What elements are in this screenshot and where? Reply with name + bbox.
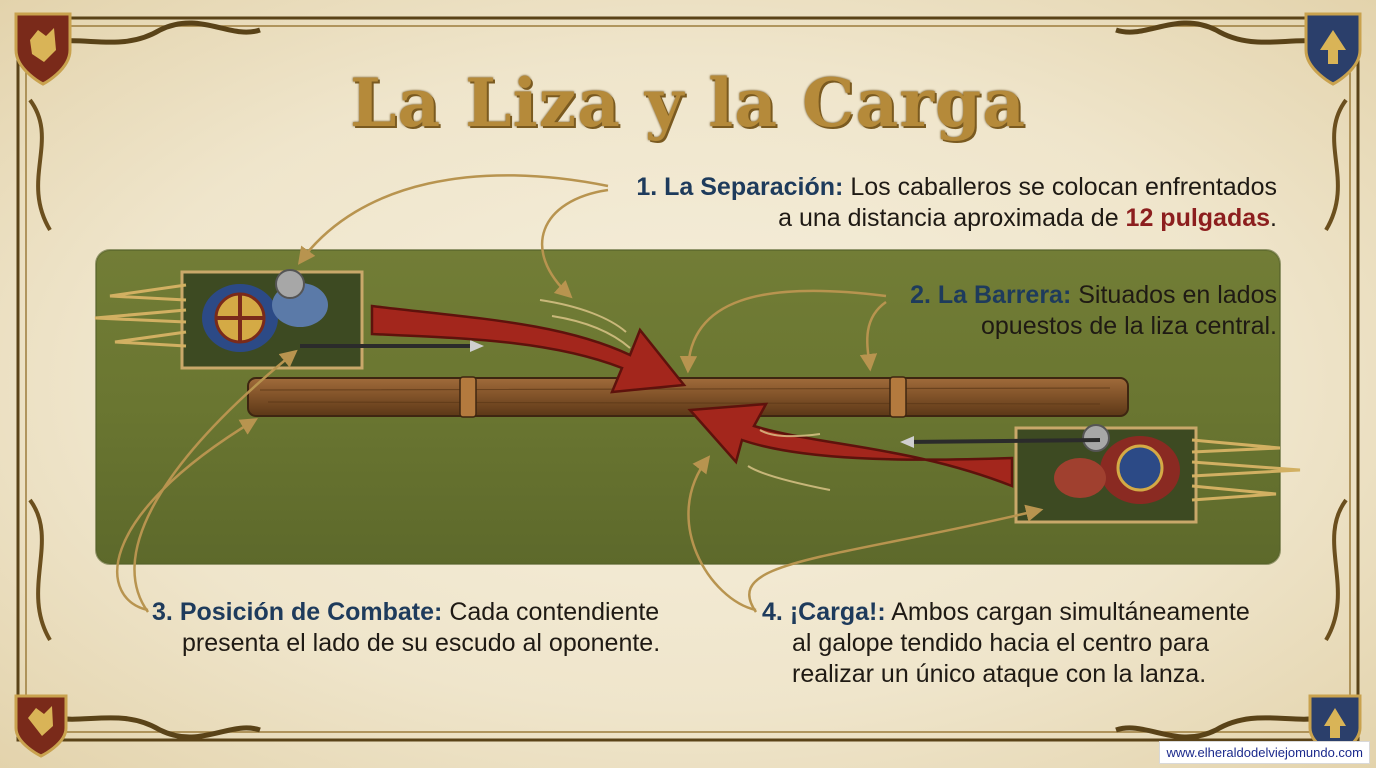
- step-1-heading: La Separación:: [664, 173, 844, 201]
- tree-heraldry-icon: [1304, 12, 1362, 86]
- step-3-number: 3.: [152, 598, 173, 626]
- step-3-heading: Posición de Combate:: [179, 598, 443, 626]
- lion-heraldry-icon: [14, 12, 72, 86]
- website-link[interactable]: www.elheraldodelviejomundo.com: [1159, 741, 1370, 764]
- step-3-combat-position: 3. Posición de Combate: Cada contendient…: [152, 597, 660, 659]
- step-2-line1: Situados en lados: [1078, 281, 1277, 309]
- step-1-number: 1.: [636, 173, 658, 201]
- step-2-line2: opuestos de la liza central.: [980, 312, 1277, 340]
- motion-streaks: [539, 299, 831, 491]
- step-2-barrier: 2. La Barrera: Situados en lados opuesto…: [880, 280, 1277, 342]
- step-4-heading: ¡Carga!:: [789, 598, 886, 626]
- knight-figure-icon-left: [94, 269, 484, 370]
- step-3-line1: Cada contendiente: [449, 598, 660, 626]
- step-4-charge: 4. ¡Carga!: Ambos cargan simultáneamente…: [762, 597, 1250, 690]
- lion-heraldry-icon-bottom: [14, 694, 68, 758]
- step-4-line1: Ambos cargan simultáneamente: [891, 598, 1250, 626]
- step-4-line2: al galope tendido hacia el centro para: [792, 629, 1209, 657]
- step-2-heading: La Barrera:: [937, 281, 1072, 309]
- page-title: La Liza y la Carga: [350, 64, 1026, 142]
- step-4-number: 4.: [762, 598, 783, 626]
- knight-figure-icon-right: [900, 424, 1301, 524]
- step-4-line3: realizar un único ataque con la lanza.: [792, 660, 1207, 688]
- barrier-icon: [247, 376, 1129, 418]
- charge-arrow-right: [687, 402, 1014, 488]
- step-2-number: 2.: [910, 281, 931, 309]
- step-1-separation: 1. La Separación: Los caballeros se colo…: [612, 172, 1277, 234]
- step-1-highlight: 12 pulgadas: [1125, 204, 1271, 232]
- step-1-line2: a una distancia aproximada de: [778, 204, 1126, 232]
- step-1-line2-end: .: [1270, 204, 1277, 232]
- step-1-line1: Los caballeros se colocan enfrentados: [850, 173, 1277, 201]
- callout-connectors: [116, 174, 1044, 613]
- ornamental-frame: [16, 16, 1360, 742]
- step-3-line2: presenta el lado de su escudo al oponent…: [182, 629, 661, 657]
- charge-arrow-left: [370, 304, 687, 394]
